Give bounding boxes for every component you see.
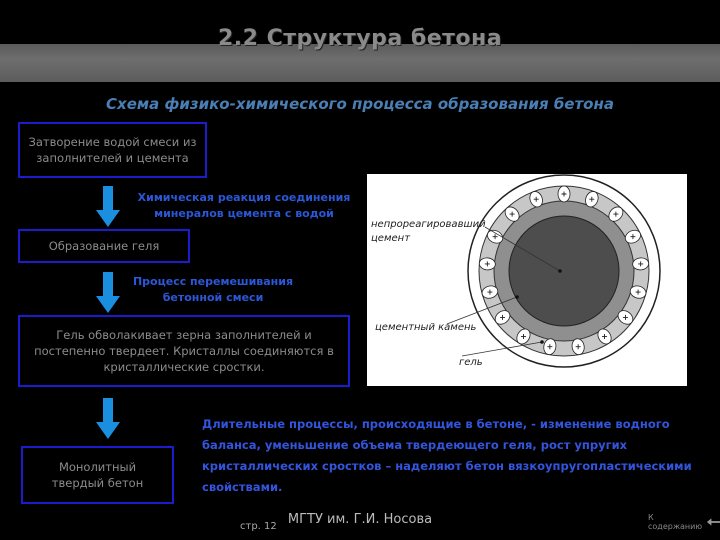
crystal-grain-plus-mark (520, 333, 526, 339)
arrow-down-icon (96, 186, 120, 227)
box-gel-formation: Образование геля (18, 229, 190, 263)
crystal-grains (478, 185, 650, 356)
crystal-grain-plus-mark (533, 196, 539, 202)
crystal-grain-plus-mark (484, 261, 490, 267)
crystal-grain-plus-mark (487, 289, 493, 295)
title-bar (0, 44, 720, 82)
footer-institution: МГТУ им. Г.И. Носова (287, 512, 433, 527)
crystal-grain-plus-mark (613, 211, 619, 217)
crystal-grain-plus-mark (630, 234, 636, 240)
long-processes-paragraph: Длительные процессы, происходящие в бето… (202, 417, 692, 494)
slide-subtitle: Схема физико-химического процесса образо… (106, 95, 614, 113)
label-cement-stone: цементный камень (375, 322, 477, 333)
box-gel-formation-text: Образование геля (48, 239, 160, 253)
label-chemical-reaction: Химическая реакция соединения минералов … (137, 191, 351, 220)
box-mixing: Затворение водой смеси из заполнителей и… (18, 122, 207, 178)
cement-structure-diagram: непрореагировавший цемент цементный каме… (367, 174, 687, 386)
label-mixing-process: Процесс перемешивания бетонной смеси (132, 275, 294, 304)
label-gel: гель (459, 357, 483, 368)
page-number: стр. 12 (240, 521, 277, 532)
crystal-grain-plus-mark (602, 333, 608, 339)
crystal-grain-plus-mark (561, 191, 567, 197)
return-arrow-icon (706, 518, 720, 526)
back-to-contents-link[interactable]: К содержанию (648, 513, 720, 531)
label-unreacted-cement: непрореагировавший цемент (371, 219, 486, 244)
crystal-grain-plus-mark (509, 211, 515, 217)
box-mixing-text: Затворение водой смеси из заполнителей и… (28, 135, 197, 165)
back-link-label: К содержанию (648, 513, 703, 531)
crystal-grain-plus-mark (635, 289, 641, 295)
crystal-grain-plus-mark (492, 234, 498, 240)
box-monolithic-text: Монолитный твердый бетон (51, 460, 144, 490)
box-monolithic-concrete: Монолитный твердый бетон (21, 446, 174, 504)
crystal-grain-plus-mark (575, 344, 581, 350)
box-gel-hardening-text: Гель обволакивает зерна заполнителей и п… (34, 328, 334, 374)
arrow-down-icon (96, 272, 120, 313)
arrow-down-icon (96, 398, 120, 439)
box-gel-hardening: Гель обволакивает зерна заполнителей и п… (18, 315, 350, 387)
crystal-grain-plus-mark (638, 261, 644, 267)
crystal-grain-plus-mark (622, 314, 628, 320)
cement-grain-svg (446, 174, 661, 368)
crystal-grain-plus-mark (547, 344, 553, 350)
crystal-grain-plus-mark (500, 314, 506, 320)
slide-title: 2.2 Структура бетона (217, 26, 503, 51)
crystal-grain-plus-mark (589, 196, 595, 202)
